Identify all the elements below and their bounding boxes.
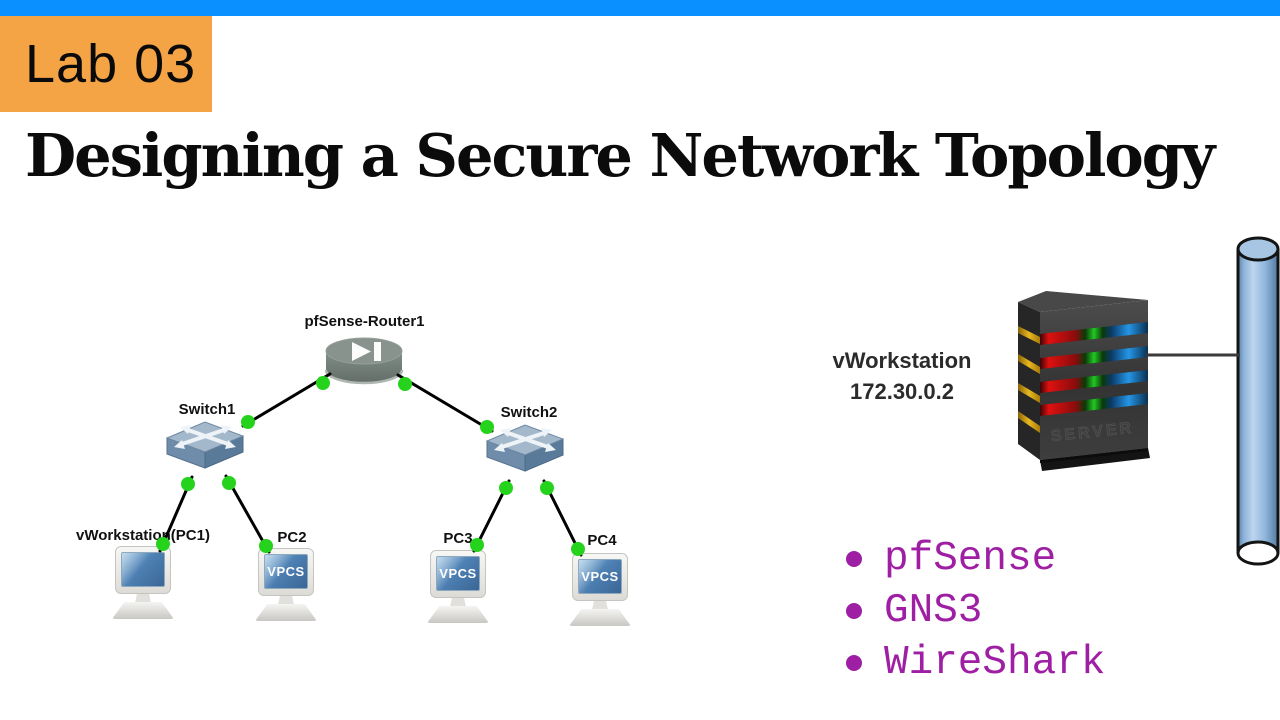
lab-badge-label: Lab 03 <box>25 34 197 94</box>
tools-item-wireshark: WireShark <box>846 637 1105 689</box>
tool-label: WireShark <box>884 640 1106 686</box>
bullet-icon <box>846 655 862 671</box>
server-caption-name: vWorkstation <box>832 348 972 373</box>
tool-label: GNS3 <box>884 588 983 634</box>
pc3-icon: VPCS <box>426 550 490 628</box>
server-caption-ip: 172.30.0.2 <box>850 379 954 404</box>
tool-label: pfSense <box>884 536 1057 582</box>
pc4-screen: VPCS <box>578 559 622 594</box>
pc4-label: PC4 <box>587 532 617 549</box>
switch1-icon <box>165 419 245 476</box>
pc2-label: PC2 <box>277 529 307 546</box>
pc2-icon: VPCS <box>254 548 318 626</box>
page-title: Designing a Secure Network Topology <box>25 121 1215 190</box>
pc3-label: PC3 <box>443 530 473 547</box>
switch1-label: Switch1 <box>178 401 236 418</box>
bullet-icon <box>846 551 862 567</box>
switch2-icon <box>485 422 565 479</box>
pc1-icon <box>111 546 175 624</box>
server-caption: vWorkstation 172.30.0.2 <box>792 345 1012 407</box>
pc3-screen: VPCS <box>436 556 480 591</box>
tools-item-gns3: GNS3 <box>846 585 1105 637</box>
lab-badge: Lab 03 <box>0 16 212 112</box>
bullet-icon <box>846 603 862 619</box>
router-label: pfSense-Router1 <box>304 313 425 330</box>
tools-list: pfSense GNS3 WireShark <box>846 533 1105 689</box>
router-icon <box>323 336 405 391</box>
server-icon: SERVER <box>1008 284 1158 479</box>
pc1-screen <box>121 552 165 587</box>
pc2-screen: VPCS <box>264 554 308 589</box>
network-bus-icon <box>1236 235 1280 574</box>
pc1-label: vWorkstation(PC1) <box>76 527 210 544</box>
top-accent-bar <box>0 0 1280 16</box>
pc4-icon: VPCS <box>568 553 632 631</box>
tools-item-pfsense: pfSense <box>846 533 1105 585</box>
switch2-label: Switch2 <box>500 404 558 421</box>
